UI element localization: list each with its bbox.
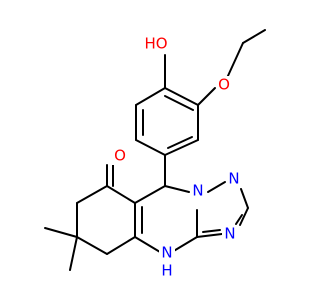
n-ring-label: N: [192, 182, 203, 200]
bond: [44, 227, 78, 238]
bond: [76, 236, 108, 255]
bond-lines: [44, 29, 266, 271]
label-backing: [222, 225, 238, 243]
bond: [167, 136, 193, 149]
nh-h-label: H: [161, 262, 172, 280]
bond: [197, 87, 216, 106]
bond: [235, 214, 243, 225]
label-backing: [226, 170, 242, 188]
n-right-label: N: [224, 225, 235, 243]
bond: [106, 185, 136, 204]
bond: [164, 139, 199, 156]
bond: [242, 29, 266, 44]
label-backing: [112, 147, 128, 165]
bond: [196, 233, 223, 238]
atom-labels: HO O O N N N N H: [112, 35, 242, 280]
bond: [164, 185, 190, 193]
bond: [226, 42, 244, 79]
label-backing: [216, 76, 232, 94]
n-top-label: N: [228, 170, 239, 188]
bond: [135, 87, 166, 106]
bond: [135, 139, 166, 156]
carbonyl-o-label: O: [114, 147, 126, 165]
bond: [202, 229, 221, 233]
bond: [134, 236, 161, 253]
nh-n-label: N: [161, 244, 172, 262]
bond: [240, 188, 249, 209]
bond: [171, 236, 198, 253]
bond: [164, 87, 199, 106]
molecule-diagram: HO O O N N N N H: [44, 29, 266, 280]
label-backing: [139, 35, 173, 53]
label-backing: [190, 182, 206, 200]
structure-svg: HO O O N N N N H: [44, 29, 266, 280]
bond: [69, 236, 78, 271]
label-backing: [159, 244, 175, 280]
hydroxyl-o-label: HO: [144, 35, 167, 53]
bond: [134, 185, 166, 204]
ether-o-label: O: [218, 76, 230, 94]
bond: [76, 185, 108, 204]
bond: [239, 207, 249, 226]
bond: [164, 95, 194, 111]
bond: [106, 236, 136, 255]
bond: [207, 181, 226, 193]
